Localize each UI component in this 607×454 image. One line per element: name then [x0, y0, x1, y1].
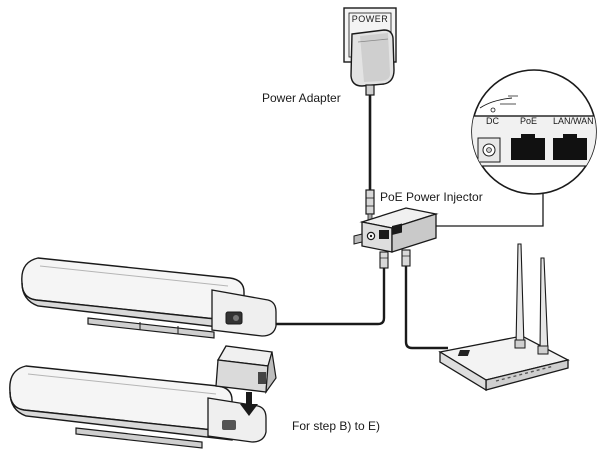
poe-injector — [353, 207, 439, 253]
callout-lanwan-label: LAN/WAN — [553, 116, 594, 126]
arrow-down-icon — [240, 392, 258, 416]
callout-poe-label: PoE — [520, 116, 537, 126]
ethernet-cables — [276, 249, 448, 350]
callout-dc-label: DC — [486, 116, 499, 126]
power-adapter — [350, 29, 395, 221]
outdoor-cpe-unit-connected — [21, 257, 277, 339]
power-adapter-label: Power Adapter — [262, 91, 341, 105]
poe-injector-label: PoE Power Injector — [380, 190, 483, 204]
step-note-label: For step B) to E) — [292, 419, 380, 433]
wireless-router — [438, 243, 570, 392]
outdoor-cpe-unit-cover-removal — [9, 345, 277, 449]
port-detail-callout: DC PoE LAN/WAN — [436, 69, 597, 227]
outlet-label: POWER — [352, 14, 389, 24]
